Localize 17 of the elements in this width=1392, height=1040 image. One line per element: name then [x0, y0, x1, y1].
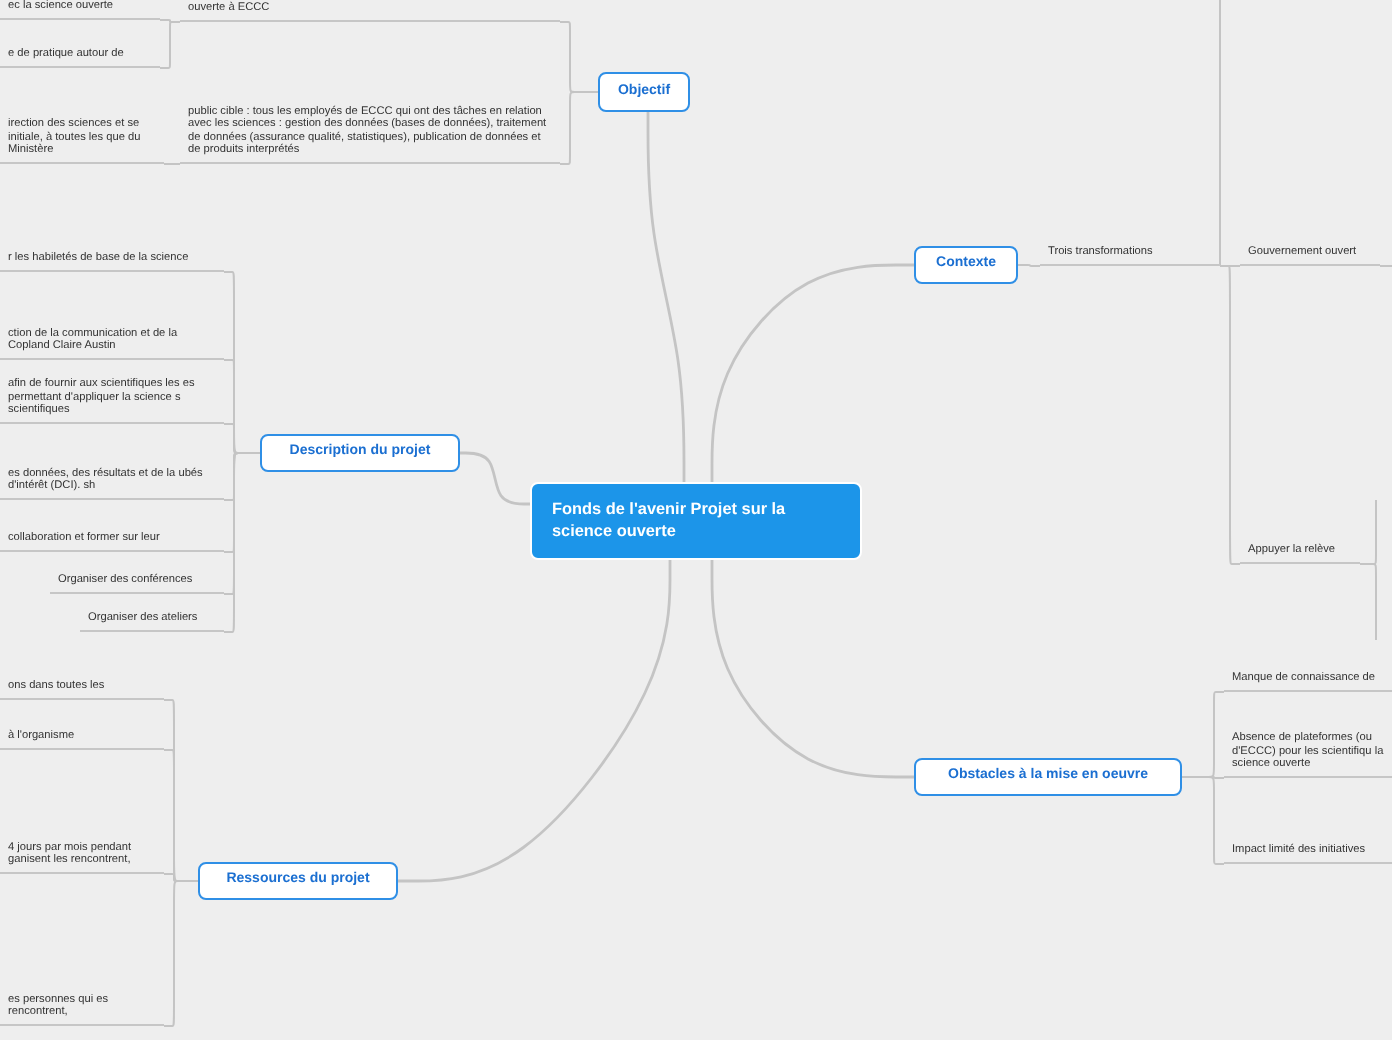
- connector-line: [1219, 0, 1221, 267]
- connector-line: [1379, 265, 1392, 267]
- connector-line: [1219, 265, 1241, 565]
- connector-line: [646, 112, 686, 482]
- connector-line: [1359, 563, 1377, 641]
- connector-line: [223, 452, 261, 633]
- connector-line: [1181, 776, 1225, 865]
- connector-line: [163, 163, 181, 165]
- connector-line: [710, 560, 914, 779]
- connector-line: [159, 21, 181, 69]
- connector-line: [710, 263, 914, 482]
- connector-line: [398, 560, 672, 883]
- central-topic-box: Fonds de l'avenir Projet sur la science ouverte: [530, 482, 862, 560]
- connector-line: [163, 880, 199, 1027]
- connector-line: [1017, 264, 1041, 267]
- connector-line: [460, 451, 530, 506]
- connector-line: [559, 91, 599, 165]
